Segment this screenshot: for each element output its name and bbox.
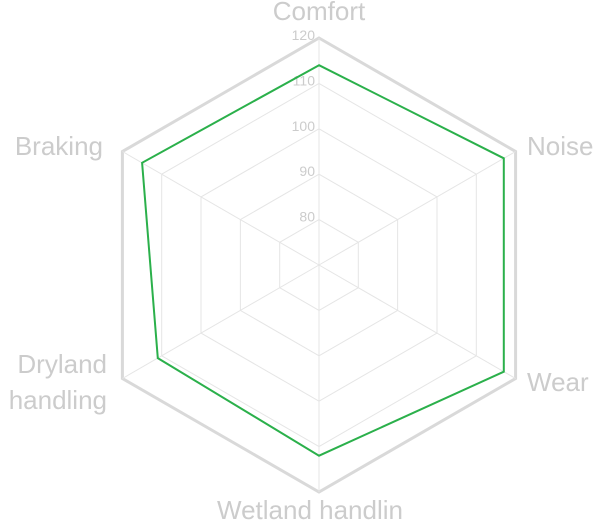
axis-label: Wetland handlin — [217, 495, 403, 521]
axis-label: handling — [9, 385, 107, 415]
axis-label: Noise — [527, 131, 593, 161]
axis-spoke — [318, 151, 516, 266]
tick-label: 90 — [299, 163, 315, 179]
axis-label: Dryland — [17, 349, 107, 379]
tick-label: 100 — [292, 118, 316, 134]
tick-label: 120 — [292, 27, 316, 43]
tick-labels: 80 90 100 110 120 — [292, 27, 316, 225]
grid — [120, 36, 518, 494]
axis-spoke — [122, 151, 320, 266]
tick-label: 80 — [299, 209, 315, 225]
axis-label: Wear — [527, 367, 589, 397]
axis-spoke — [122, 264, 320, 379]
tick-label: 110 — [293, 72, 316, 88]
axis-label: Comfort — [273, 0, 366, 26]
series-line — [141, 64, 505, 457]
axis-label: Braking — [15, 131, 103, 161]
axis-spoke — [318, 264, 516, 379]
series-layer — [141, 64, 505, 457]
